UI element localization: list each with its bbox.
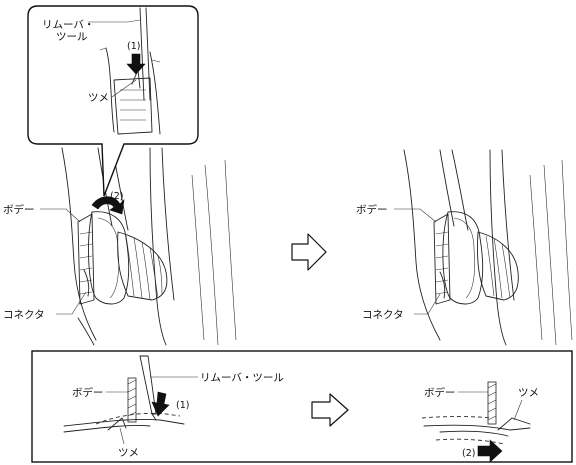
curved-arrow-icon <box>91 196 125 215</box>
hollow-right-arrow-icon <box>291 233 327 271</box>
cross-section-panel <box>31 350 573 463</box>
black-down-arrow-icon <box>126 53 146 75</box>
detail-callout <box>27 5 199 197</box>
left-connector-assembly <box>77 211 168 305</box>
cross-section-after <box>421 381 531 445</box>
inset-detail-drawing <box>99 7 161 135</box>
connector-label-right: コネクタ <box>362 309 404 321</box>
body-label-bottom-left: ボデー <box>72 386 104 399</box>
body-label-bottom-right: ボデー <box>424 386 456 399</box>
step-2-label: (2) <box>110 191 123 202</box>
cross-section-before <box>63 355 185 433</box>
black-down-arrow-icon-bottom <box>151 391 170 417</box>
body-label-right: ボデー <box>356 203 388 216</box>
remover-tool-label-inset-2: ツール <box>56 31 88 43</box>
claw-label-inset: ツメ <box>88 92 109 104</box>
claw-label-bottom-right: ツメ <box>518 387 539 399</box>
step-1-inset-label: (1) <box>127 41 140 52</box>
step-2-bottom-label: (2) <box>462 448 475 459</box>
right-connector-assembly <box>433 211 519 305</box>
hollow-right-arrow-icon-bottom <box>311 393 349 427</box>
claw-label-bottom-left: ツメ <box>118 447 139 459</box>
black-right-arrow-icon <box>477 439 503 463</box>
right-body-panel <box>403 149 573 346</box>
step-1-bottom-label: (1) <box>176 400 189 411</box>
remover-tool-label-bottom: リムーバ・ツール <box>200 372 284 384</box>
connector-label-left: コネクタ <box>3 309 45 321</box>
body-label-left: ボデー <box>3 203 35 216</box>
remover-tool-label-inset-1: リムーバ・ <box>42 19 94 31</box>
